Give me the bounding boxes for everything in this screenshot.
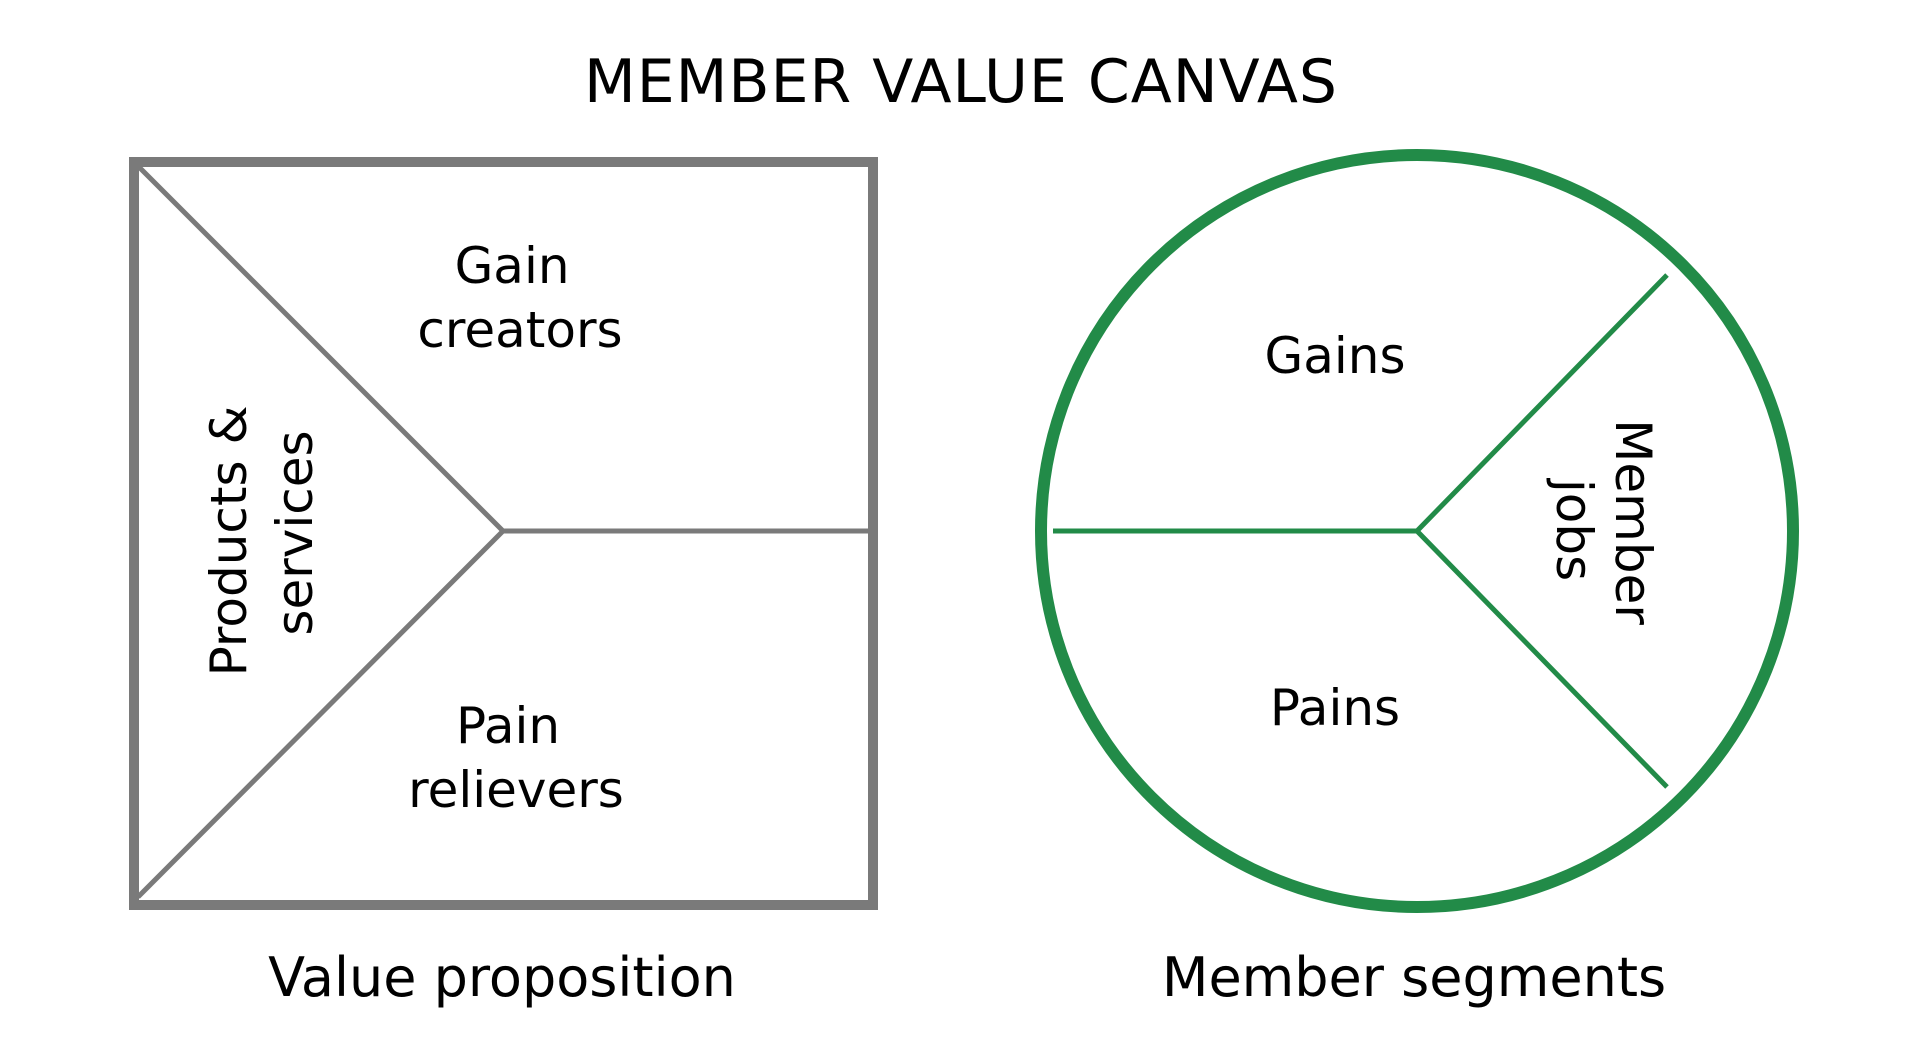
member-jobs-label: Member jobs [1545, 419, 1662, 641]
square-border [129, 157, 878, 910]
jobs-upper-divider [1415, 273, 1669, 533]
gain-creators-label: Gain creators [417, 237, 622, 359]
gains-label: Gains [1264, 327, 1405, 385]
member-segments-circle: Gains Pains Member jobs Member segments [1035, 149, 1799, 1009]
pain-relievers-label: Pain relievers [408, 697, 624, 819]
value-proposition-square: Gain creators Pain relievers Products & … [129, 157, 878, 1009]
pains-label: Pains [1270, 679, 1400, 737]
products-services-label: Products & services [200, 390, 324, 677]
diagram-title: MEMBER VALUE CANVAS [584, 47, 1338, 117]
member-segments-caption: Member segments [1162, 946, 1666, 1009]
circle-border [1035, 149, 1799, 913]
jobs-lower-divider [1415, 529, 1669, 789]
value-proposition-caption: Value proposition [268, 946, 736, 1009]
